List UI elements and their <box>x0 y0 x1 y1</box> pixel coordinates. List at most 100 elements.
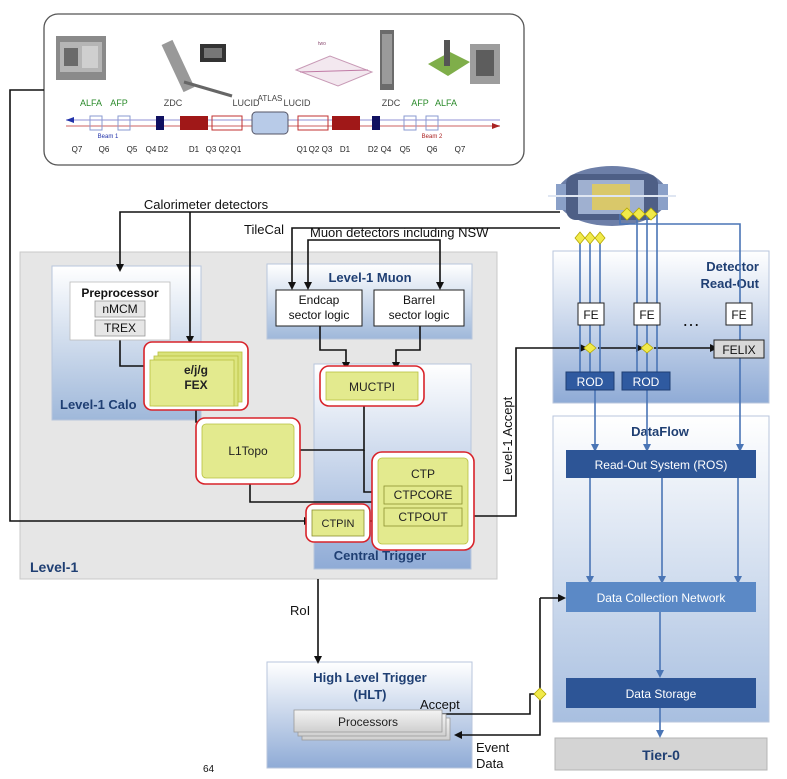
level1-title: Level-1 <box>30 559 78 575</box>
afp-detector-image <box>428 40 500 84</box>
link-forward-detectors-to-ctpin <box>9 89 308 522</box>
label-q1-left: Q1 <box>231 145 242 154</box>
detector-readout-title-line2: Read-Out <box>701 276 760 291</box>
rod-box-2-label: ROD <box>633 375 660 389</box>
label-q7-left: Q7 <box>72 145 83 154</box>
label-q5-right: Q5 <box>400 145 411 154</box>
fe-box-3 <box>725 302 753 326</box>
endcap-label-line1: Endcap <box>299 293 340 307</box>
level1-calo-title: Level-1 Calo <box>60 397 137 412</box>
label-q1-right: Q1 <box>297 145 308 154</box>
felix-box <box>713 339 765 359</box>
processors-box <box>293 709 451 741</box>
l1topo-box <box>201 423 295 479</box>
page-number: 64 <box>203 764 215 775</box>
fe-box-2-label: FE <box>639 308 654 322</box>
barrel-sector-logic-box <box>373 289 465 327</box>
label-q4-left: Q4 <box>146 145 157 154</box>
rod-box-1-label: ROD <box>577 375 604 389</box>
label-q2-right: Q2 <box>309 145 320 154</box>
accept-label: Accept <box>420 697 460 712</box>
endcap-sector-logic-box <box>275 289 363 327</box>
fe-line-3 <box>619 214 741 342</box>
tilecal-label: TileCal <box>244 222 284 237</box>
label-d1-left: D1 <box>189 145 200 154</box>
processors-label: Processors <box>338 715 398 729</box>
fex-label-line1: e/j/g <box>184 363 208 377</box>
label-beam1: Beam 1 <box>98 134 119 140</box>
label-zdc-left: ZDC <box>164 98 183 108</box>
label-afp-right: AFP <box>411 98 429 108</box>
label-q6-right: Q6 <box>427 145 438 154</box>
roi-label: RoI <box>290 603 310 618</box>
label-q3-right: Q3 <box>322 145 333 154</box>
ctpin-label: CTPIN <box>322 518 355 530</box>
zdc-right-image <box>380 30 394 90</box>
trex-box <box>94 319 146 337</box>
rod-box-1 <box>565 371 615 391</box>
preprocessor-title: Preprocessor <box>81 286 159 300</box>
tilecal-bracket <box>291 227 560 286</box>
level1-muon-title: Level-1 Muon <box>328 270 411 285</box>
label-q4-right: Q4 <box>381 145 392 154</box>
fe-ellipsis: … <box>682 310 700 330</box>
label-q3-left: Q3 <box>206 145 217 154</box>
fe-box-1 <box>577 302 605 326</box>
event-label: Event <box>476 740 510 755</box>
hlt-title-line2: (HLT) <box>354 687 387 702</box>
storage-label: Data Storage <box>626 687 697 701</box>
label-lucid-left: LUCID <box>232 98 260 108</box>
junction-diamonds <box>533 207 658 701</box>
label-d2-right: D2 <box>368 145 379 154</box>
tier0-box <box>554 737 768 771</box>
tier0-label: Tier-0 <box>642 747 680 763</box>
fe-box-3-label: FE <box>731 308 746 322</box>
muon-detectors-label: Muon detectors including NSW <box>310 225 489 240</box>
label-q2-left: Q2 <box>219 145 230 154</box>
ros-bar <box>566 450 756 478</box>
label-afp-left: AFP <box>110 98 128 108</box>
dataflow-title: DataFlow <box>631 424 690 439</box>
muctpi-label: MUCTPI <box>349 380 395 394</box>
ctpout-box <box>383 507 463 527</box>
nmcm-box <box>94 300 146 318</box>
alfa-detector-image <box>56 36 106 80</box>
felix-label: FELIX <box>722 343 755 357</box>
label-zdc-right: ZDC <box>382 98 401 108</box>
muctpi-box <box>325 371 419 401</box>
barrel-label-line2: sector logic <box>389 308 450 322</box>
fe-box-2 <box>633 302 661 326</box>
hlt-title-line1: High Level Trigger <box>313 670 426 685</box>
link-barrel-to-muctpi <box>395 326 421 366</box>
link-l1topo-to-ctp <box>249 484 380 503</box>
central-trigger-title: Central Trigger <box>334 548 426 563</box>
ctpin-box <box>311 509 365 537</box>
data-label: Data <box>476 756 504 771</box>
trex-label: TREX <box>104 321 136 335</box>
label-q6-left: Q6 <box>99 145 110 154</box>
ctpout-label: CTPOUT <box>398 510 448 524</box>
fe-box-1-label: FE <box>583 308 598 322</box>
link-endcap-to-muctpi <box>319 326 347 366</box>
endcap-label-line2: sector logic <box>289 308 350 322</box>
label-q5-left: Q5 <box>127 145 138 154</box>
label-atlas: ATLAS <box>258 94 283 103</box>
beamline-panel: ALFA AFP ZDC LUCID ATLAS LUCID ZDC AFP A… <box>43 13 525 166</box>
calorimeter-bracket <box>119 211 560 265</box>
link-event-data <box>458 598 541 736</box>
detector-readout-title-line1: Detector <box>706 259 759 274</box>
l1topo-label: L1Topo <box>228 444 268 458</box>
level1-accept-label: Level-1 Accept <box>500 396 515 482</box>
label-lucid-right: LUCID <box>283 98 311 108</box>
barrel-label-line1: Barrel <box>403 293 435 307</box>
label-d2-left: D2 <box>158 145 169 154</box>
label-q7-right: Q7 <box>455 145 466 154</box>
ctp-label: CTP <box>411 467 435 481</box>
calorimeter-detectors-label: Calorimeter detectors <box>144 197 269 212</box>
link-level1-accept <box>466 347 584 517</box>
label-lucid-tiny: two <box>318 41 326 47</box>
dcn-bar <box>566 582 756 612</box>
rod-box-2 <box>621 371 671 391</box>
label-alfa-right: ALFA <box>435 98 457 108</box>
